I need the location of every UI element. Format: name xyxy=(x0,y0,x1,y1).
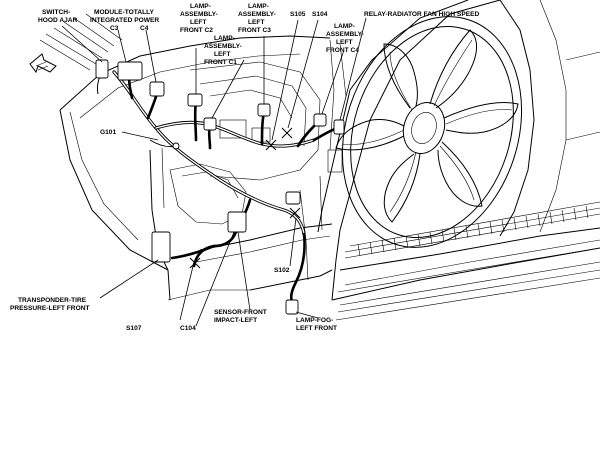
label-lamp-c3-3: LEFT xyxy=(248,19,264,26)
label-lamp-c4-4: FRONT C4 xyxy=(326,47,359,54)
label-s105: S105 xyxy=(290,11,306,18)
connector-lamp-c4 xyxy=(313,113,327,127)
leader-tip-c3 xyxy=(117,29,127,63)
leader-s105 xyxy=(271,19,299,141)
leader-lamp-c4 xyxy=(321,49,345,115)
radiator-fan-assembly xyxy=(317,0,600,321)
label-lamp-c3-2: ASSEMBLY- xyxy=(238,11,276,18)
label-module-tip-1: MODULE-TOTALLY xyxy=(94,9,155,16)
leader-lamp-c1 xyxy=(211,59,245,119)
label-s102: S102 xyxy=(274,267,290,274)
connector-fog-lamp xyxy=(285,299,299,315)
label-lamp-c2-4: FRONT C2 xyxy=(180,27,213,34)
splice-s104 xyxy=(281,127,293,139)
leader-lines xyxy=(61,17,367,327)
label-switch-hood-ajar-1: SWITCH- xyxy=(42,9,70,16)
connector-lamp-c2 xyxy=(187,93,203,107)
label-lamp-c2-1: LAMP- xyxy=(190,3,211,10)
label-lamp-c1-1: LAMP- xyxy=(214,35,235,42)
connector-relay xyxy=(333,119,345,135)
leader-sensor xyxy=(237,231,251,311)
label-tpms-1: TRANSPONDER-TIRE xyxy=(18,297,87,304)
label-lamp-c1-3: LEFT xyxy=(214,51,230,58)
connector-lamp-c3 xyxy=(257,103,271,117)
label-sensor-1: SENSOR-FRONT xyxy=(214,309,267,316)
label-lamp-c1-2: ASSEMBLY- xyxy=(204,43,242,50)
connector-tpms xyxy=(151,231,171,263)
leader-s107 xyxy=(179,261,195,321)
splice-s105 xyxy=(265,139,277,151)
splice-s107 xyxy=(189,257,201,269)
label-fog-2: LEFT FRONT xyxy=(296,325,337,332)
label-module-tip-c4: C4 xyxy=(140,25,149,32)
splice-s102 xyxy=(289,207,301,219)
label-s107: S107 xyxy=(126,325,142,332)
vehicle-structure xyxy=(39,13,347,301)
leader-c104 xyxy=(195,231,235,327)
label-sensor-2: IMPACT-LEFT xyxy=(214,317,257,324)
leader-s102 xyxy=(289,217,297,267)
leader-hood-ajar xyxy=(61,25,103,63)
leader-tpms xyxy=(99,259,159,299)
leader-s104 xyxy=(287,19,319,129)
label-s104: S104 xyxy=(312,11,328,18)
connector-lamp-c1 xyxy=(203,117,217,131)
label-switch-hood-ajar-2: HOOD AJAR xyxy=(38,17,78,24)
label-g101: G101 xyxy=(100,129,116,136)
label-module-tip-2: INTEGRATED POWER xyxy=(90,17,159,24)
leader-g101 xyxy=(121,131,159,141)
leader-fog xyxy=(295,311,319,319)
label-lamp-c4-3: LEFT xyxy=(336,39,352,46)
label-lamp-c1-4: FRONT C1 xyxy=(204,59,237,66)
connectors xyxy=(95,59,345,315)
connector-tip-c3 xyxy=(117,61,143,81)
label-lamp-c3-4: FRONT C3 xyxy=(238,27,271,34)
leader-tip-c4 xyxy=(145,29,157,83)
forward-direction-arrow-icon xyxy=(29,53,57,74)
label-lamp-c4-2: ASSEMBLY- xyxy=(326,31,364,38)
label-tpms-2: PRESSURE-LEFT FRONT xyxy=(10,305,90,312)
label-lamp-c4-1: LAMP- xyxy=(334,23,355,30)
callout-labels: SWITCH- HOOD AJAR MODULE-TOTALLY INTEGRA… xyxy=(10,3,480,332)
label-lamp-c3-1: LAMP- xyxy=(248,3,269,10)
connector-c104 xyxy=(227,211,247,233)
ground-g101 xyxy=(172,142,180,150)
connector-hood-ajar xyxy=(95,59,109,79)
label-lamp-c2-2: ASSEMBLY- xyxy=(180,11,218,18)
label-lamp-c2-3: LEFT xyxy=(190,19,206,26)
leader-relay xyxy=(339,17,367,121)
label-relay-fan: RELAY-RADIATOR FAN HIGH SPEED xyxy=(364,11,480,18)
connector-s102 xyxy=(285,191,301,205)
splice-marks xyxy=(189,127,301,269)
label-c104: C104 xyxy=(180,325,196,332)
label-fog-1: LAMP-FOG- xyxy=(296,317,333,324)
label-module-tip-c3: C3 xyxy=(110,25,119,32)
connector-tip-c4 xyxy=(149,81,165,97)
